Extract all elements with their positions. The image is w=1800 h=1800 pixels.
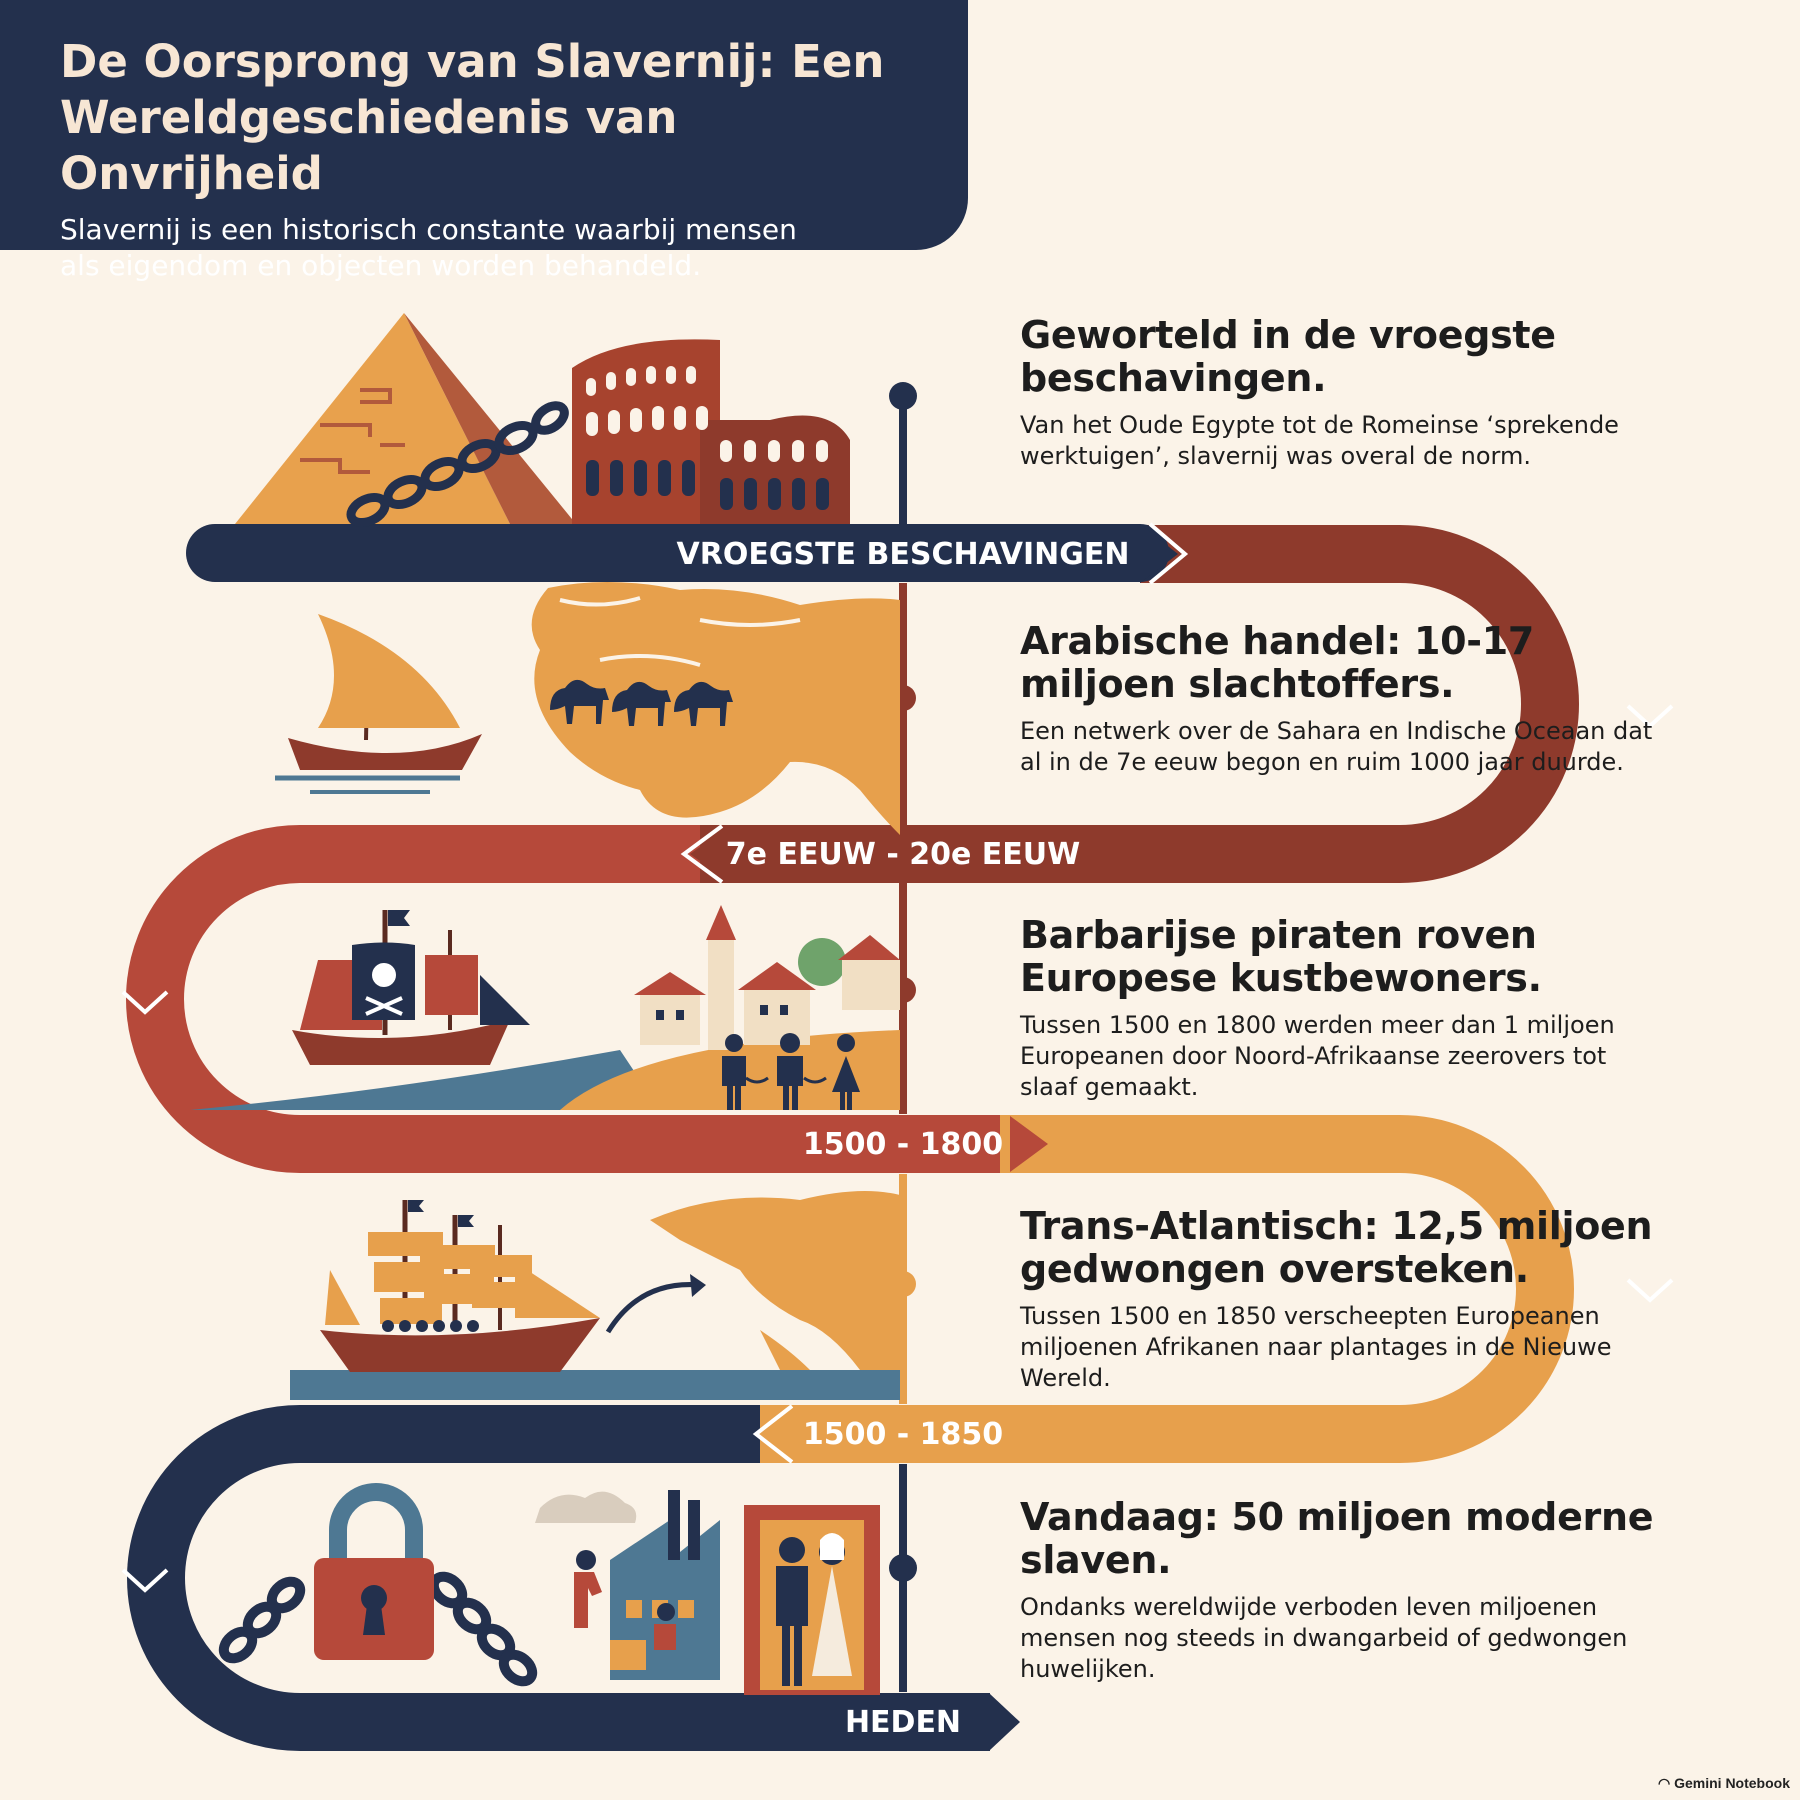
americas-map-illustration (650, 1191, 900, 1370)
section-arab-trade: Arabische handel: 10-17 miljoen slachtof… (1020, 620, 1660, 778)
gemini-logo-icon: ◠ (1657, 1775, 1675, 1791)
era-label: VROEGSTE BESCHAVINGEN (677, 537, 1130, 572)
era-label: 1500 - 1800 (803, 1127, 1003, 1162)
era-label: 1500 - 1850 (803, 1417, 1003, 1452)
era-banner-arrow-5 (990, 1694, 1020, 1750)
era-banner-arrow-2 (690, 826, 730, 882)
pyramid-illustration (235, 313, 576, 524)
road-segment-barbary (126, 825, 1000, 1173)
camel-caravan-icon (550, 679, 733, 726)
page-subtitle: Slavernij is een historisch constante wa… (60, 213, 797, 282)
section-text: Van het Oude Egypte tot de Romeinse ‘spr… (1020, 411, 1619, 470)
chevron-icon (1626, 1278, 1674, 1303)
chevron-icon (1626, 704, 1674, 729)
chain-icon (346, 401, 569, 528)
section-text: Een netwerk over de Sahara en Indische O… (1020, 717, 1653, 776)
slave-ship-illustration (290, 1200, 900, 1400)
section-title: Vandaag: 50 miljoen moderne slaven. (1020, 1495, 1654, 1582)
road-segment-arab (700, 525, 1579, 883)
pirate-ship-illustration (190, 910, 660, 1110)
timeline-node (889, 382, 917, 410)
chevron-icon (121, 1568, 169, 1593)
timeline-node (889, 1554, 917, 1582)
section-early-civilizations: Geworteld in de vroegste beschavingen. V… (1020, 314, 1660, 472)
section-title: Geworteld in de vroegste beschavingen. (1020, 313, 1556, 400)
section-title: Arabische handel: 10-17 miljoen slachtof… (1020, 619, 1535, 706)
section-text: Tussen 1500 en 1850 verscheepten Europea… (1020, 1302, 1612, 1392)
brand-watermark: ◠ Gemini Notebook (1658, 1775, 1790, 1792)
road-segment-atlantic (760, 1115, 1574, 1463)
section-title: Barbarijse piraten roven Europese kustbe… (1020, 913, 1542, 1000)
section-text: Ondanks wereldwijde verboden leven miljo… (1020, 1593, 1628, 1683)
header-panel: De Oorsprong van Slavernij: Een Wereldge… (0, 0, 968, 282)
forced-marriage-illustration (744, 1505, 880, 1695)
enslaved-people-icon (722, 1033, 860, 1110)
chevron-icon (121, 990, 169, 1015)
era-label: 7e EEUW - 20e EEUW (726, 837, 1080, 872)
section-text: Tussen 1500 en 1800 werden meer dan 1 mi… (1020, 1011, 1615, 1101)
era-banner-arrow-3 (1010, 1116, 1048, 1172)
era-banner-arrow-1 (1140, 524, 1178, 583)
section-transatlantic: Trans-Atlantisch: 12,5 miljoen gedwongen… (1020, 1205, 1660, 1394)
africa-map-illustration (531, 581, 900, 835)
section-title: Trans-Atlantisch: 12,5 miljoen gedwongen… (1020, 1204, 1653, 1291)
brand-label: Gemini Notebook (1674, 1775, 1790, 1791)
era-banner-arrow-4 (755, 1406, 795, 1462)
section-today: Vandaag: 50 miljoen moderne slaven. Onda… (1020, 1496, 1660, 1685)
section-barbary-pirates: Barbarijse piraten roven Europese kustbe… (1020, 914, 1660, 1103)
colosseum-illustration (572, 339, 850, 524)
factory-labor-illustration (535, 1490, 720, 1680)
padlock-chain-illustration (218, 1483, 538, 1687)
page-title: De Oorsprong van Slavernij: Een Wereldge… (60, 35, 885, 200)
era-label: HEDEN (845, 1705, 961, 1740)
route-arrow-icon (605, 1282, 701, 1334)
dhow-ship-illustration (275, 614, 482, 794)
